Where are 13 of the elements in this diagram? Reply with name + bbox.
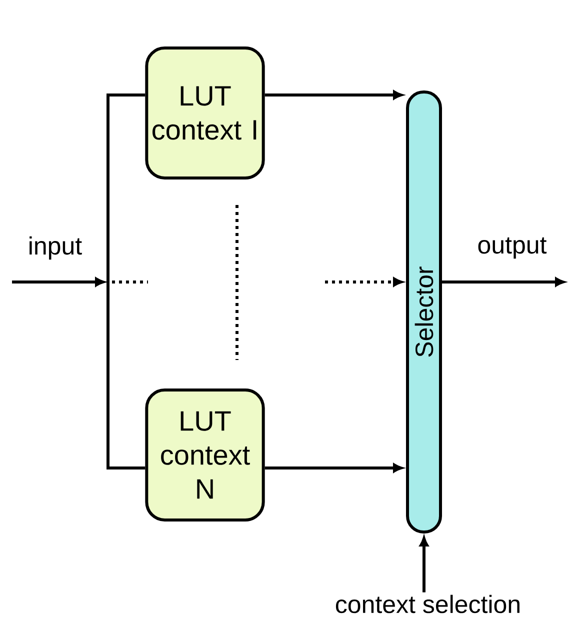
edge-label: output [478,237,547,259]
arrow [264,464,403,472]
branch-line [106,94,146,282]
branch-line [106,282,146,470]
lut-box: LUT context N [145,388,265,522]
text-label: context selection [336,594,520,614]
arrow [325,278,403,286]
selector-bar: Selector [406,90,442,534]
arrow [442,278,565,286]
edge-label: input [30,236,82,260]
lut-box: LUT context I [145,46,265,180]
arrow [264,90,403,100]
arrow [12,278,105,286]
